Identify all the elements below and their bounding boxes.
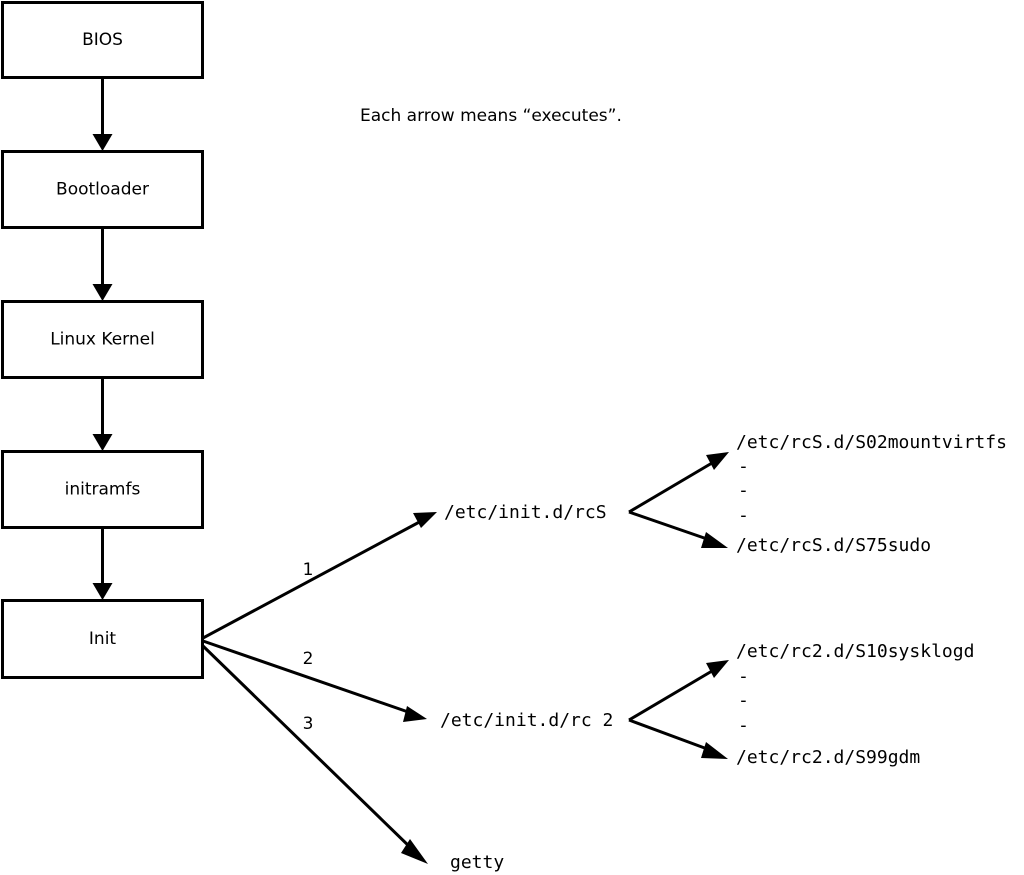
rc2-ellipsis-dash-2: - (738, 690, 749, 711)
label-rcs-first-script[interactable]: /etc/rcS.d/S02mountvirtfs (736, 432, 1007, 453)
edge-label-3: 3 (303, 714, 314, 734)
label-init-d-rc2[interactable]: /etc/init.d/rc 2 (440, 710, 613, 731)
node-initramfs[interactable]: initramfs (1, 450, 204, 529)
node-kernel[interactable]: Linux Kernel (1, 300, 204, 379)
rcs-ellipsis-dash-1: - (738, 456, 749, 477)
node-kernel-box (1, 300, 204, 379)
node-initramfs-label: initramfs (65, 480, 141, 500)
node-bios-box (1, 1, 204, 79)
node-init-box (1, 599, 204, 679)
arrow-bios-to-bootloader (92, 77, 113, 151)
mid-level-labels: /etc/init.d/rcS /etc/init.d/rc 2 getty (440, 502, 613, 873)
node-init[interactable]: Init (1, 599, 204, 679)
node-bootloader-label: Bootloader (56, 180, 149, 200)
boot-chain-group: BIOS Bootloader Linux Kernel initramfs I… (1, 1, 204, 679)
node-init-label: Init (89, 629, 117, 649)
label-rc2-first-script[interactable]: /etc/rc2.d/S10sysklogd (736, 641, 974, 662)
edge-label-2: 2 (303, 649, 314, 669)
arrow-rcs-to-last (628, 510, 728, 548)
rcs-scripts-group: /etc/rcS.d/S02mountvirtfs - - - /etc/rcS… (628, 432, 1007, 556)
rcs-ellipsis-dash-2: - (738, 480, 749, 501)
arrow-init-to-rc2 (202, 639, 427, 722)
arrow-rc2-to-last (628, 718, 728, 759)
arrow-rc2-to-first (628, 660, 729, 722)
arrow-bootloader-to-kernel (92, 227, 113, 301)
node-initramfs-box (1, 450, 204, 529)
arrow-rcs-to-first (628, 452, 729, 514)
rc2-ellipsis-dash-1: - (738, 666, 749, 687)
boot-chain-arrows (92, 77, 113, 600)
rc2-scripts-group: /etc/rc2.d/S10sysklogd - - - /etc/rc2.d/… (628, 641, 974, 768)
node-bios-label: BIOS (82, 30, 123, 50)
init-fanout-group: 1 2 3 (201, 512, 437, 864)
arrow-kernel-to-initramfs (92, 377, 113, 451)
rc2-ellipsis-dash-3: - (738, 715, 749, 736)
diagram-caption: Each arrow means “executes”. (360, 106, 622, 126)
label-init-d-rcs[interactable]: /etc/init.d/rcS (444, 502, 607, 523)
arrow-init-to-getty (201, 644, 428, 864)
arrow-init-to-rcs (202, 512, 437, 640)
edge-label-1: 1 (303, 560, 314, 580)
arrow-initramfs-to-init (92, 527, 113, 600)
label-getty[interactable]: getty (450, 852, 504, 873)
label-rcs-last-script[interactable]: /etc/rcS.d/S75sudo (736, 535, 931, 556)
node-bios[interactable]: BIOS (1, 1, 204, 79)
label-rc2-last-script[interactable]: /etc/rc2.d/S99gdm (736, 747, 920, 768)
node-bootloader[interactable]: Bootloader (1, 150, 204, 229)
node-kernel-label: Linux Kernel (50, 330, 155, 350)
rcs-ellipsis-dash-3: - (738, 505, 749, 526)
